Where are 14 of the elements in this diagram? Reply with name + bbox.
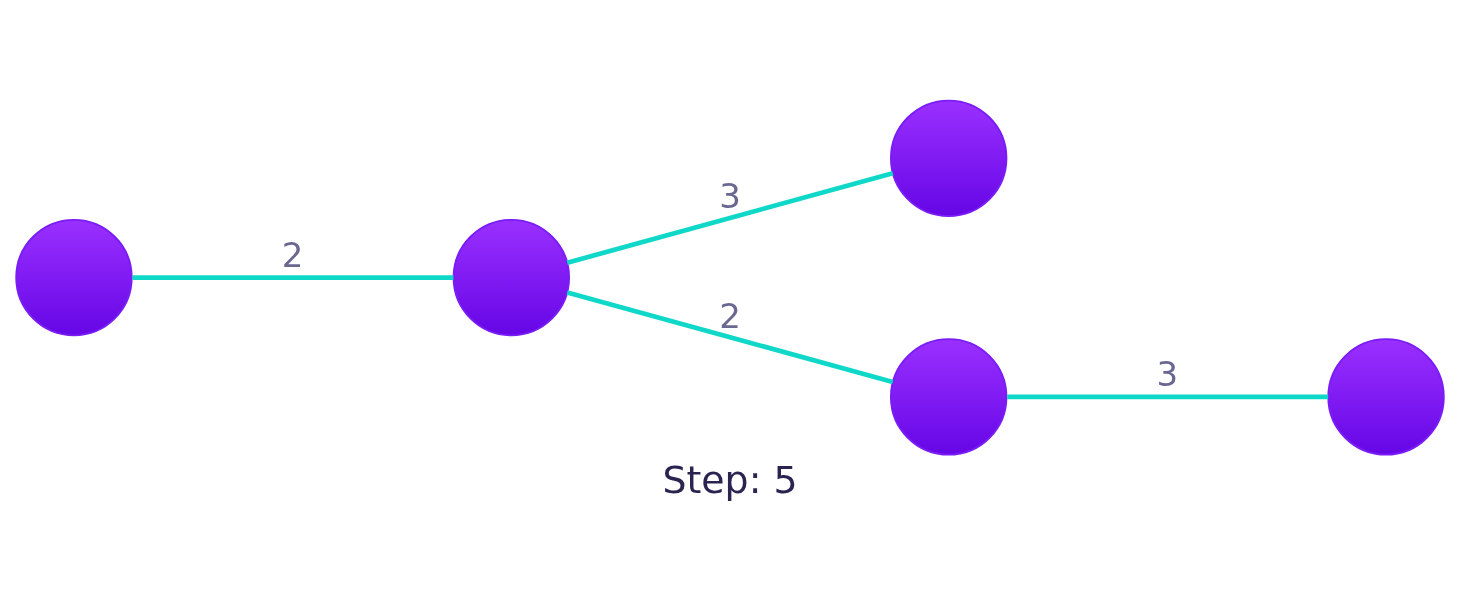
- node-circle: [890, 99, 1008, 217]
- connector: [566, 290, 894, 385]
- connector: [566, 170, 894, 265]
- node-circle: [15, 218, 133, 337]
- connector: [132, 275, 454, 280]
- node-circle: [1327, 338, 1445, 456]
- edge-label: 2: [719, 295, 741, 336]
- node-circle: [890, 338, 1008, 456]
- edge-label: 3: [1156, 354, 1179, 395]
- edge-label: 3: [719, 176, 741, 217]
- edge-label: 2: [281, 235, 304, 275]
- connector: [1007, 394, 1329, 400]
- caption: Step: 5: [662, 457, 798, 502]
- node-circle: [452, 218, 570, 337]
